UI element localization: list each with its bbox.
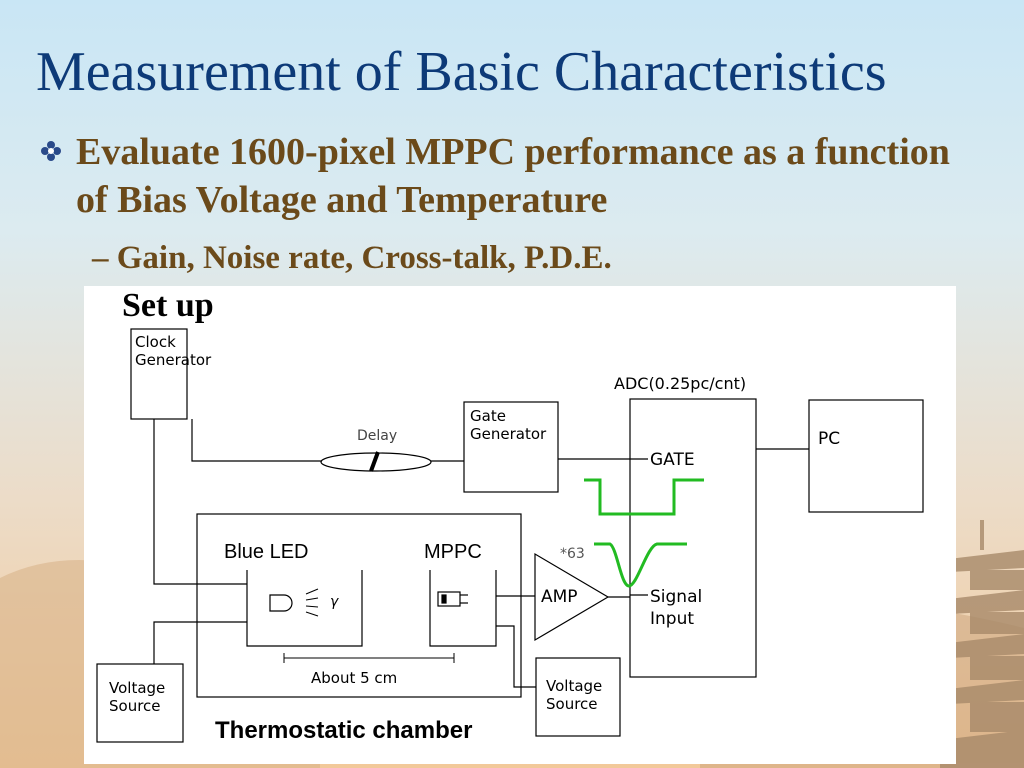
light-rays-icon: [305, 588, 319, 617]
main-bullet: Evaluate 1600-pixel MPPC performance as …: [40, 128, 960, 224]
blue-led-label: Blue LED: [224, 541, 309, 563]
clock-generator-label-2: Generator: [135, 351, 212, 369]
gate-generator-label: Gate: [470, 407, 506, 425]
voltage-source-left-label-2: Source: [109, 697, 161, 715]
signal-pulse-waveform: [594, 542, 687, 588]
setup-diagram: Clock Generator Delay Gate Generator ADC…: [84, 286, 956, 764]
voltage-source-right-label: Voltage: [546, 677, 602, 695]
gate-input-label: GATE: [650, 450, 695, 470]
thermostatic-chamber-label: Thermostatic chamber: [215, 717, 472, 744]
led-icon: [269, 594, 293, 612]
voltage-source-left-box: [96, 663, 184, 743]
pagoda-silhouette: [940, 520, 1024, 768]
mppc-label: MPPC: [424, 541, 482, 563]
voltage-source-right-label-2: Source: [546, 695, 598, 713]
delay-label: Delay: [357, 428, 397, 444]
voltage-source-right-box: [535, 657, 621, 737]
diagram-canvas: Clock Generator Delay Gate Generator ADC…: [96, 328, 924, 744]
gate-generator-box: [463, 401, 559, 493]
flower-bullet-icon: [41, 141, 61, 161]
sub-bullet: – Gain, Noise rate, Cross-talk, P.D.E.: [92, 240, 612, 276]
distance-label: About 5 cm: [311, 669, 397, 687]
gate-generator-label-2: Generator: [470, 425, 547, 443]
signal-input-label: Signal: [650, 587, 702, 607]
amp-label: AMP: [541, 587, 578, 607]
clock-generator-label: Clock: [135, 333, 176, 351]
mppc-sensor-icon: [437, 591, 468, 607]
setup-label: Set up: [122, 287, 214, 324]
clock-generator-box: [130, 328, 188, 420]
pc-label: PC: [818, 429, 840, 449]
adc-label: ADC(0.25pc/cnt): [614, 374, 746, 393]
gamma-label: γ: [330, 594, 339, 610]
pc-box: [808, 399, 924, 513]
voltage-source-left-label: Voltage: [109, 679, 165, 697]
thermostatic-chamber-box: [196, 513, 522, 698]
bullet-text: Evaluate 1600-pixel MPPC performance as …: [76, 131, 950, 221]
amp-gain-label: *63: [560, 546, 585, 562]
signal-input-label-2: Input: [650, 609, 694, 629]
adc-box: [629, 398, 757, 678]
amplifier-icon: [534, 552, 610, 642]
slide-title: Measurement of Basic Characteristics: [36, 41, 887, 103]
gate-pulse-waveform: [584, 478, 704, 516]
